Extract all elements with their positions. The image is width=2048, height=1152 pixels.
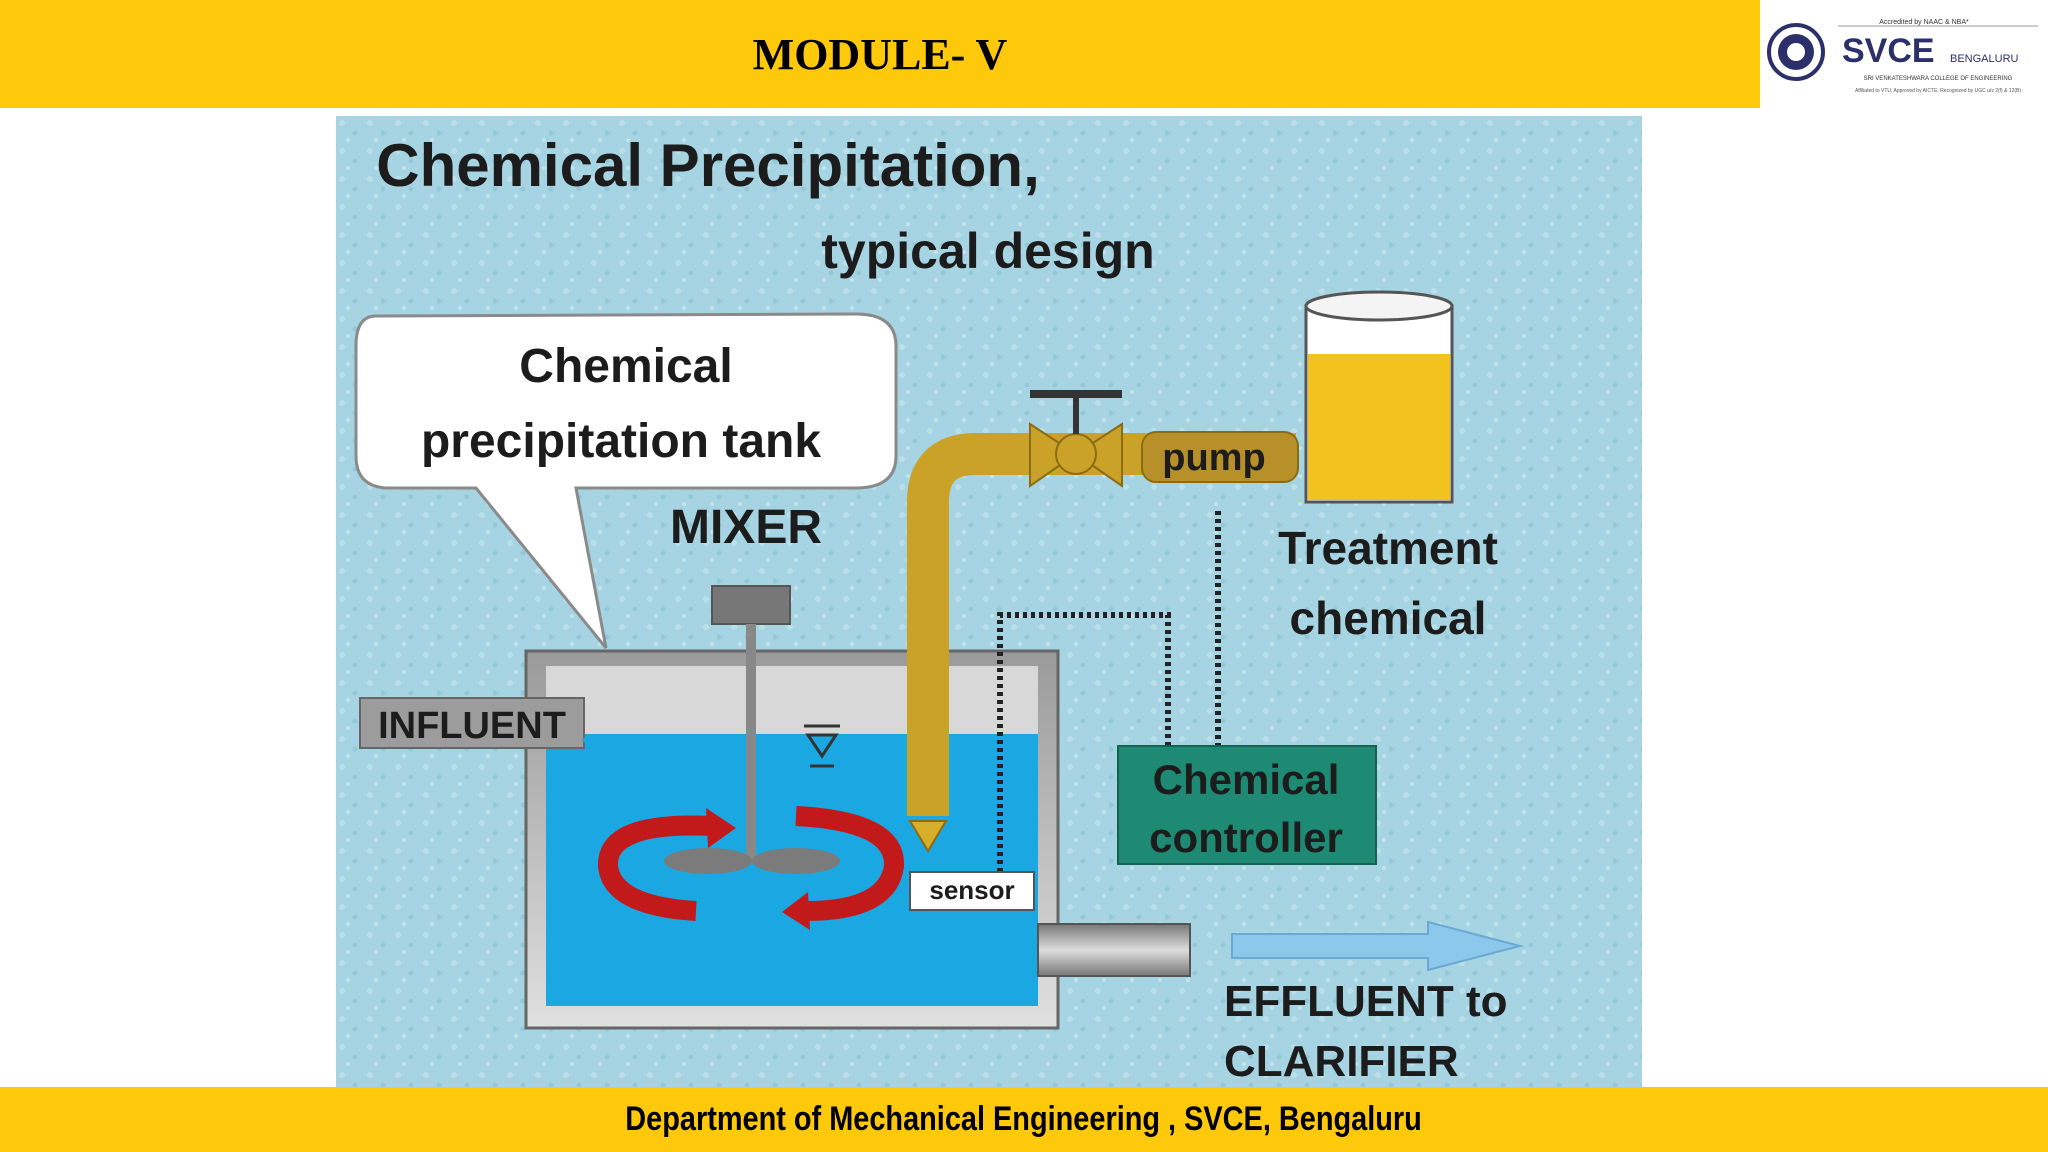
footer-bar: Department of Mechanical Engineering , S… — [0, 1087, 2048, 1152]
svce-logo: Accredited by NAAC & NBA* SVCE BENGALURU… — [1762, 6, 2042, 102]
logo-accreditation: Accredited by NAAC & NBA* — [1879, 19, 1969, 26]
mixer — [598, 585, 904, 930]
effluent-arrow-icon — [1231, 920, 1524, 972]
effluent-line1: EFFLUENT to — [1224, 977, 1508, 1026]
treatment-line2: chemical — [1290, 592, 1487, 644]
pump-label: pump — [1162, 437, 1265, 479]
rotation-arrow-right — [795, 806, 904, 921]
feed-drop-arrow — [908, 820, 948, 853]
influent-inlet: INFLUENT — [359, 697, 615, 764]
callout-line1: Chemical — [519, 340, 732, 393]
treatment-chemical-container — [1304, 290, 1454, 504]
sensor-label: sensor — [929, 875, 1014, 905]
tank-callout-bubble: Chemical precipitation tank — [354, 312, 898, 649]
rotation-arrow-left — [598, 815, 713, 921]
controller-line2: controller — [1149, 814, 1343, 861]
header-bar: MODULE- V — [0, 0, 1760, 108]
logo-city: BENGALURU — [1950, 53, 2019, 65]
treatment-line1: Treatment — [1278, 522, 1498, 574]
callout-line2: precipitation tank — [421, 415, 821, 468]
chemical-controller: Chemical controller — [1117, 745, 1377, 865]
logo-college-line: SRI VENKATESHWARA COLLEGE OF ENGINEERING — [1864, 76, 2013, 82]
valve-icon — [1029, 390, 1123, 488]
college-seal-icon — [1767, 23, 1825, 81]
mixer-label: MIXER — [670, 501, 822, 554]
control-signal-lines — [997, 511, 1221, 872]
effluent-outlet-pipe — [1037, 923, 1191, 977]
water-level-icon — [804, 724, 840, 768]
logo-name: SVCE — [1842, 32, 1935, 70]
precipitation-tank — [524, 649, 1060, 1030]
influent-label: INFLUENT — [378, 705, 566, 747]
controller-line1: Chemical — [1153, 756, 1340, 803]
sensor: sensor — [909, 871, 1035, 911]
logo-affiliation-line: Affiliated to VTU, Approved by AICTE, Re… — [1855, 88, 2021, 94]
chemical-precipitation-diagram: Chemical Precipitation, typical design C… — [336, 116, 1642, 1088]
footer-text: Department of Mechanical Engineering , S… — [625, 1100, 1423, 1138]
pump: pump — [1141, 431, 1299, 483]
slide-title: MODULE- V — [752, 29, 1008, 79]
effluent-line2: CLARIFIER — [1224, 1037, 1459, 1086]
mixer-paddle-left — [664, 848, 752, 874]
mixer-paddle-right — [752, 848, 840, 874]
diagram-subtitle: typical design — [821, 223, 1154, 279]
chemical-feed-pipe — [907, 433, 1296, 853]
diagram-title: Chemical Precipitation, — [376, 132, 1040, 199]
